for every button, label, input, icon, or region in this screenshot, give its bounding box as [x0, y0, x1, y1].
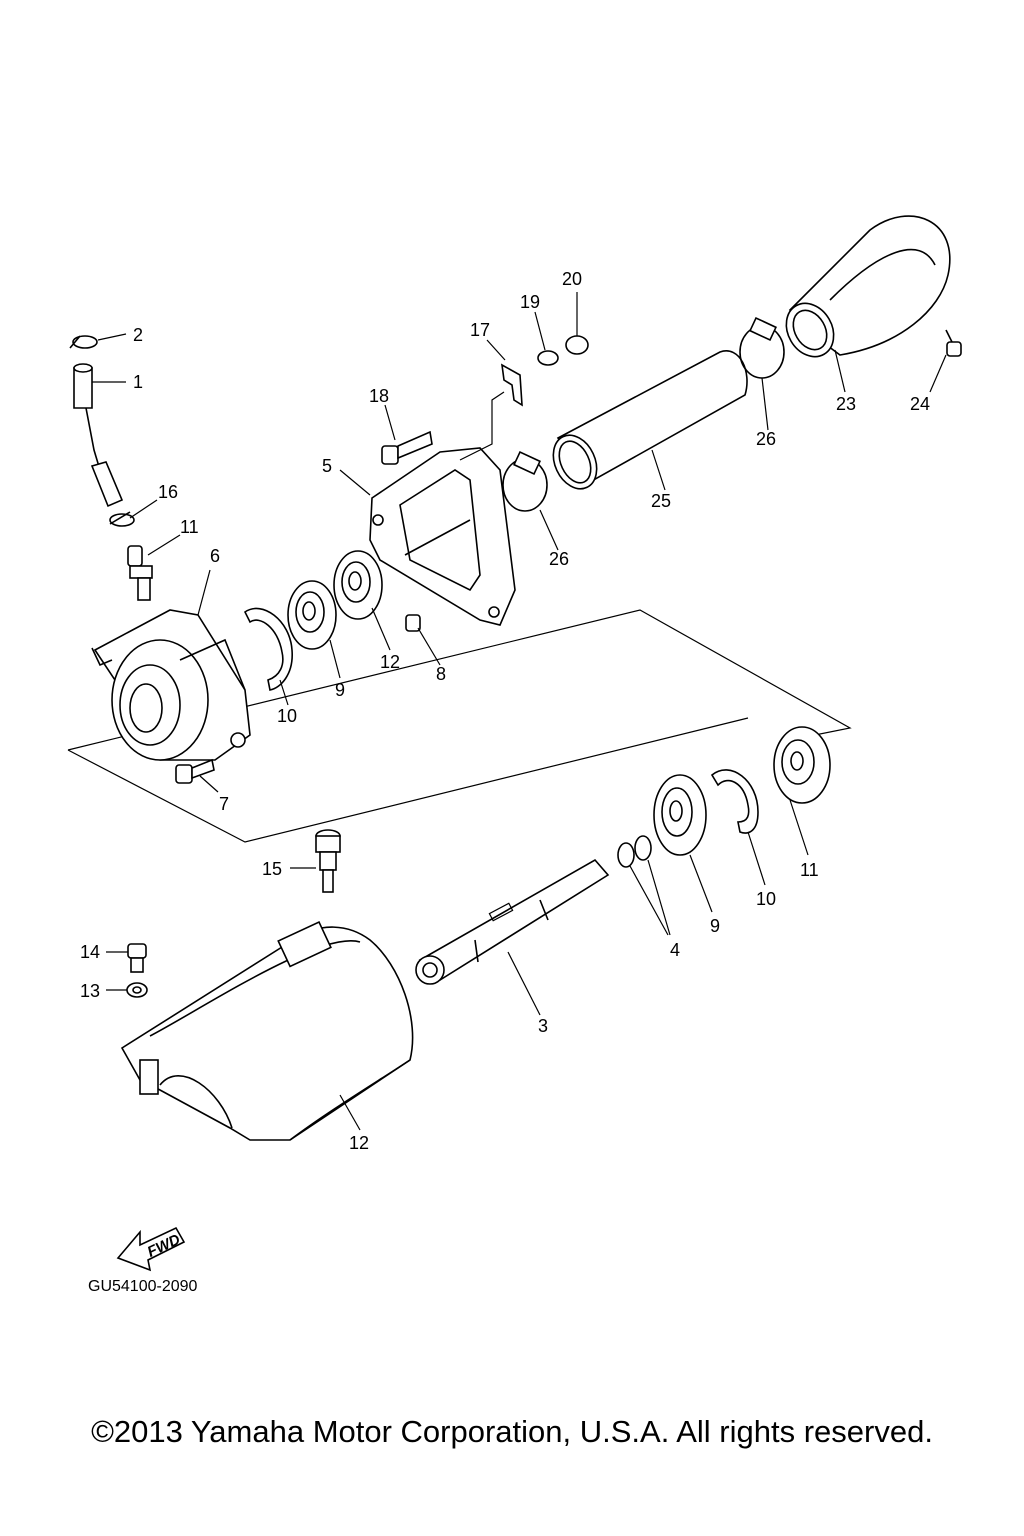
part-bolt-16: [127, 943, 147, 973]
part-screw-24: [945, 329, 962, 357]
part-o-rings: [617, 835, 652, 868]
part-washer: [537, 350, 559, 366]
part-shaft-cover: [120, 920, 414, 1141]
part-pump-housing: [91, 609, 251, 761]
part-bolt-20: [381, 430, 433, 465]
label-part-20: 18: [369, 386, 389, 406]
part-snap-ring-upper: [243, 607, 293, 691]
copyright-notice: ©2013 Yamaha Motor Corporation, U.S.A. A…: [91, 1414, 933, 1449]
drawing-code: GU54100-2090: [88, 1278, 198, 1295]
label-part-26-lower: 26: [549, 549, 569, 569]
label-part-19: 17: [470, 320, 490, 340]
label-part-13: 11: [180, 517, 199, 537]
label-part-1: 1: [133, 372, 143, 392]
part-clip-lower: [109, 511, 135, 527]
part-drive-shaft: [415, 858, 610, 985]
part-hose-large: [552, 350, 748, 490]
part-number-labels: 2 1 16 11 6 7 10 9 12 8 5 18 17 19 20 26…: [80, 269, 930, 1153]
part-bearing-upper: [287, 580, 337, 650]
label-part-8: 8: [436, 664, 446, 684]
leader-lines: [92, 292, 947, 1131]
part-washer-15: [126, 982, 148, 998]
part-bracket: [500, 363, 523, 407]
label-part-21: 19: [520, 292, 540, 312]
label-part-22: 20: [562, 269, 582, 289]
fwd-arrow: FWD: [116, 1226, 186, 1272]
part-bearing-housing: [369, 447, 516, 626]
bracket-leader: [459, 391, 505, 461]
label-part-2: 2: [133, 325, 143, 345]
assembly-frame-lower: [67, 717, 749, 843]
part-outlet-duct: [785, 215, 951, 358]
label-part-7: 7: [219, 794, 229, 814]
part-hose: [73, 363, 124, 508]
part-damper: [315, 829, 341, 893]
part-bearing-12: [333, 550, 383, 620]
label-part-11: 11: [800, 860, 819, 880]
part-bolt-housing: [175, 758, 215, 784]
label-part-12: 12: [380, 652, 400, 672]
label-part-26-upper: 26: [756, 429, 776, 449]
part-hose-clamp-lower: [502, 450, 548, 512]
part-fitting: [127, 545, 153, 601]
label-part-24: 24: [910, 394, 930, 414]
label-part-16: 14: [80, 942, 100, 962]
label-part-10-lower: 10: [756, 889, 776, 909]
label-part-9-upper: 9: [335, 680, 345, 700]
label-part-4: 4: [670, 940, 680, 960]
label-part-3: 3: [538, 1016, 548, 1036]
label-part-15: 13: [80, 981, 100, 1001]
part-snap-ring-lower: [710, 769, 759, 834]
label-part-10-upper: 10: [277, 706, 297, 726]
label-part-14: 12: [349, 1133, 369, 1153]
label-part-9-lower: 9: [710, 916, 720, 936]
part-pin: [405, 614, 421, 632]
part-bearing-lower: [653, 774, 707, 856]
part-clip-top: [69, 335, 98, 349]
part-nut: [565, 335, 589, 355]
label-part-6: 6: [210, 546, 220, 566]
label-part-25: 25: [651, 491, 671, 511]
label-part-23: 23: [836, 394, 856, 414]
label-part-17: 15: [262, 859, 282, 879]
label-part-5: 5: [322, 456, 332, 476]
label-part-18: 16: [158, 482, 178, 502]
part-bearing-11: [773, 726, 831, 804]
part-hose-clamp-upper: [739, 316, 785, 379]
